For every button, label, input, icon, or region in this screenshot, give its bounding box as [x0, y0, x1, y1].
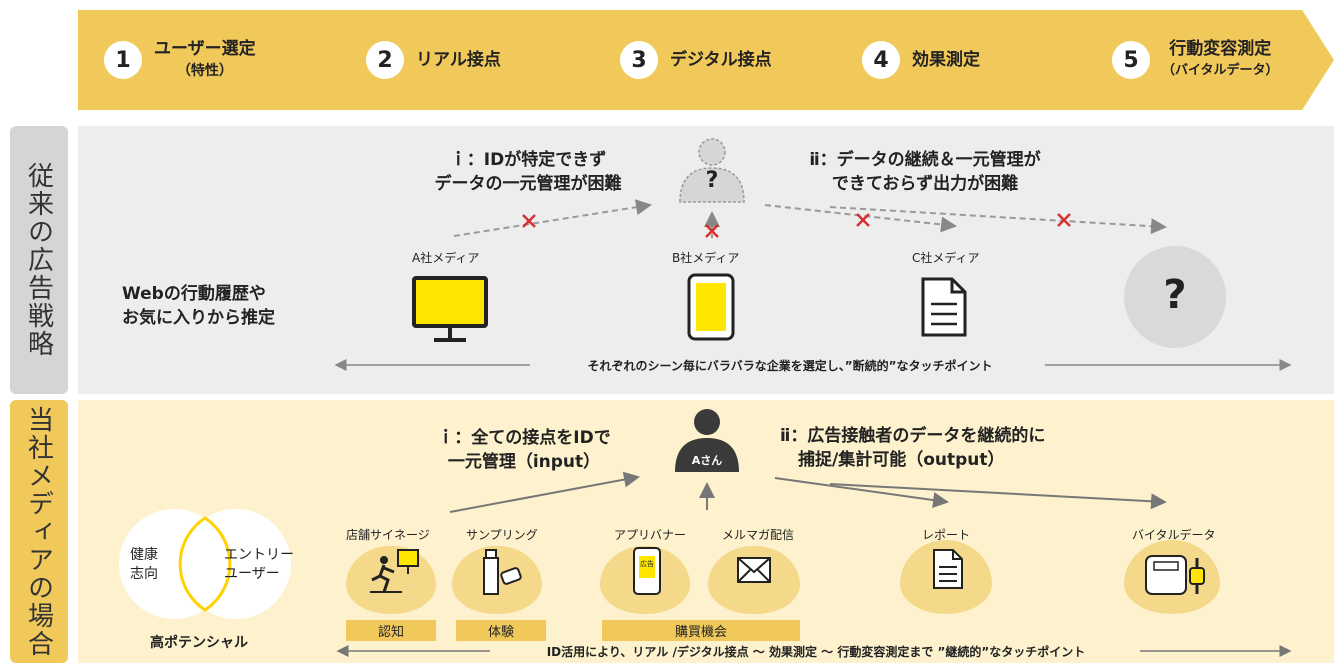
step-1: 1 ユーザー選定 （特性） — [78, 10, 350, 110]
unknown-user-mark: ? — [705, 168, 719, 193]
conventional-left-text-2: お気に入りから推定 — [122, 308, 275, 328]
venn-right-2: ユーザー — [224, 566, 280, 582]
tag-awareness: 認知 — [346, 620, 436, 641]
venn-right-1: エントリー — [224, 547, 294, 563]
vital-label: バイタルデータ — [1132, 528, 1216, 542]
ours-side-label: 当社メディアの場合 — [10, 400, 68, 663]
cross-icon — [1057, 213, 1071, 227]
signage-label: 店舗サイネージ — [346, 528, 430, 542]
cross-icon — [856, 213, 870, 227]
monitor-icon — [412, 276, 488, 342]
media-c-label: C社メディア — [912, 251, 980, 265]
output-arrow-vital — [829, 483, 1167, 510]
ours-note-i-1: ｉ：全ての接点をIDで — [437, 428, 611, 448]
venn-left-1: 健康 — [130, 547, 158, 563]
cross-icon — [522, 214, 536, 228]
media-a-label: A社メディア — [412, 251, 480, 265]
unknown-circle — [1124, 246, 1226, 348]
conventional-note-ii-2: できておらず出力が困難 — [831, 174, 1019, 194]
step-1-label: ユーザー選定 — [154, 39, 256, 59]
step-5-number: 5 — [1112, 41, 1150, 79]
step-4-label: 効果測定 — [912, 50, 980, 70]
newsletter-label: メルマガ配信 — [722, 528, 795, 542]
conventional-side-label: 従来の広告戦略 — [10, 126, 68, 394]
signage-runner-icon — [370, 549, 419, 593]
ours-note-i-2: 一元管理（input） — [447, 452, 601, 472]
step-2: 2 リアル接点 — [308, 10, 594, 110]
step-2-label: リアル接点 — [416, 50, 501, 70]
ours-bottom-line: ID活用により、リアル /デジタル接点 ～ 効果測定 ～ 行動変容測定まで ”継… — [546, 645, 1086, 659]
app-ad-text: 広告 — [640, 560, 654, 568]
venn-diagram — [119, 509, 291, 619]
step-1-sub: （特性） — [176, 63, 233, 79]
tag-purchase: 購買機会 — [602, 620, 800, 641]
step-5-label: 行動変容測定 — [1169, 39, 1272, 59]
unknown-circle-mark: ? — [1163, 272, 1187, 318]
report-label: レポート — [922, 528, 971, 542]
app-banner-label: アプリバナー — [614, 528, 687, 542]
venn-left-2: 志向 — [130, 566, 158, 582]
step-3-label: デジタル接点 — [670, 50, 772, 70]
user-label: Aさん — [691, 454, 723, 467]
venn-caption: 高ポテンシャル — [150, 635, 248, 651]
conventional-left-text-1: Webの行動履歴や — [122, 284, 266, 304]
tablet-icon — [687, 273, 735, 341]
smartphone-ad-icon — [633, 547, 661, 595]
step-1-number: 1 — [104, 41, 142, 79]
cross-icon — [705, 224, 719, 238]
unknown-user-icon — [679, 138, 745, 203]
dashed-arrow-d — [829, 206, 1167, 235]
document-icon — [921, 277, 967, 337]
step-2-number: 2 — [366, 41, 404, 79]
step-3-number: 3 — [620, 41, 658, 79]
conventional-bottom-line: それぞれのシーン毎にバラバラな企業を選定し、”断続的”なタッチポイント — [587, 359, 993, 373]
user-icon — [675, 409, 739, 472]
step-5: 5 行動変容測定 （バイタルデータ） — [1044, 10, 1334, 110]
sampling-bottle-icon — [483, 549, 522, 595]
scale-watch-icon — [1145, 555, 1205, 595]
tag-experience: 体験 — [456, 620, 546, 641]
ours-note-ii-2: 捕捉/集計可能（output） — [798, 450, 1005, 470]
ours-note-ii-1: ⅱ：広告接触者のデータを継続的に — [780, 426, 1046, 446]
media-b-label: B社メディア — [672, 251, 740, 265]
step-5-sub: （バイタルデータ） — [1162, 63, 1279, 78]
envelope-icon — [737, 557, 771, 583]
step-3: 3 デジタル接点 — [554, 10, 840, 110]
report-document-icon — [933, 549, 963, 589]
dashed-arrow-a — [453, 199, 652, 237]
step-4: 4 効果測定 — [800, 10, 1084, 110]
output-arrow-report — [774, 477, 949, 508]
signage-circle — [346, 546, 436, 614]
sampling-label: サンプリング — [466, 528, 538, 542]
conventional-note-ii-1: ⅱ：データの継続＆一元管理が — [809, 150, 1041, 170]
conventional-note-i-1: ｉ：IDが特定できず — [449, 150, 607, 170]
step-4-number: 4 — [862, 41, 900, 79]
input-arrow — [449, 471, 640, 513]
conventional-note-i-2: データの一元管理が困難 — [434, 174, 622, 194]
